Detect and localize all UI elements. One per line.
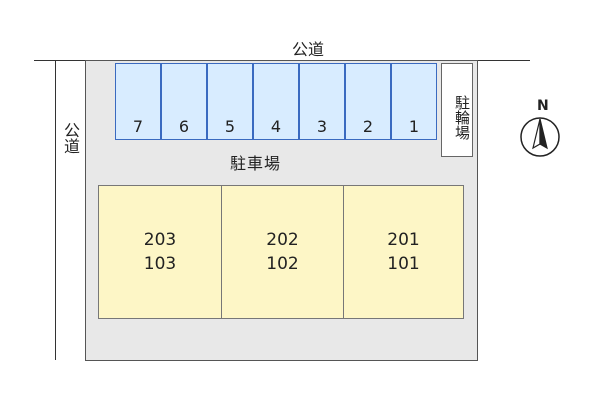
bicycle-parking: 駐輪場 xyxy=(441,63,473,157)
parking-space-6: 6 xyxy=(161,63,207,140)
parking-space-number: 6 xyxy=(178,117,190,136)
north-arrow-icon xyxy=(520,117,560,157)
parking-space-1: 1 xyxy=(391,63,437,140)
parking-space-number: 4 xyxy=(270,117,282,136)
unit-lower: 103 xyxy=(143,254,177,274)
parking-space-2: 2 xyxy=(345,63,391,140)
left-road-label: 公道 xyxy=(61,122,80,154)
left-road-line xyxy=(55,60,56,360)
unit-column-203: 203 103 xyxy=(99,186,221,318)
unit-upper: 201 xyxy=(387,230,420,250)
unit-upper: 202 xyxy=(266,230,299,250)
parking-label: 駐車場 xyxy=(230,154,282,173)
parking-space-5: 5 xyxy=(207,63,253,140)
parking-space-number: 7 xyxy=(132,117,144,136)
parking-space-number: 5 xyxy=(224,117,236,136)
compass-north-label: N xyxy=(537,98,549,114)
top-road-label: 公道 xyxy=(292,40,325,59)
unit-column-201: 201 101 xyxy=(343,186,463,318)
parking-space-7: 7 xyxy=(115,63,161,140)
parking-space-3: 3 xyxy=(299,63,345,140)
parking-space-number: 1 xyxy=(408,117,420,136)
parking-space-number: 3 xyxy=(316,117,328,136)
unit-lower: 102 xyxy=(266,254,299,274)
parking-space-4: 4 xyxy=(253,63,299,140)
unit-lower: 101 xyxy=(387,254,420,274)
unit-column-202: 202 102 xyxy=(221,186,343,318)
unit-upper: 203 xyxy=(143,230,177,250)
parking-space-number: 2 xyxy=(362,117,374,136)
apartment-building: 203 103 202 102 201 101 xyxy=(98,185,464,319)
